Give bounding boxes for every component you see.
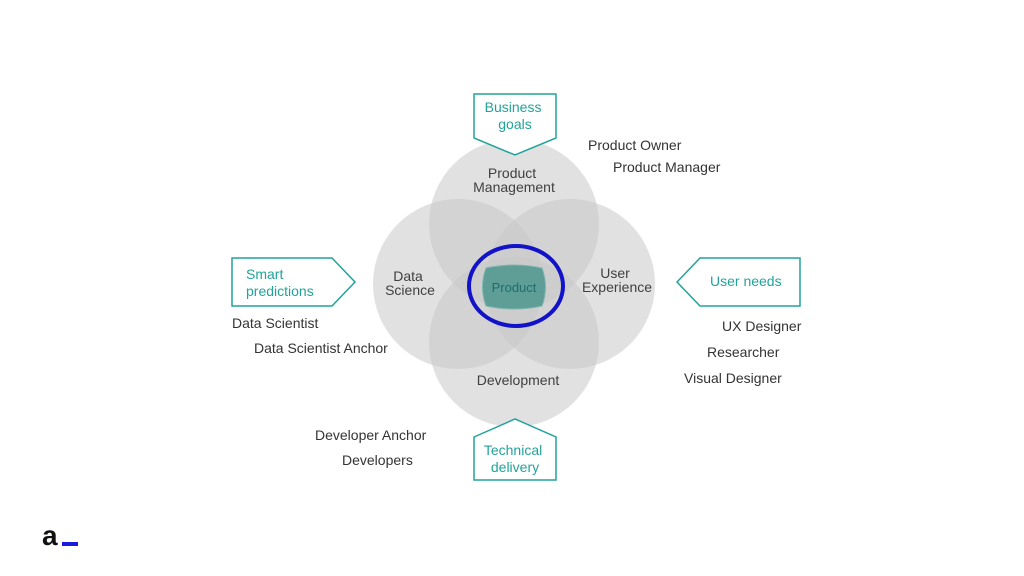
role-developer-anchor: Developer Anchor	[315, 427, 427, 443]
svg-text:User needs: User needs	[710, 273, 782, 289]
role-product-manager: Product Manager	[613, 159, 721, 175]
role-visual-designer: Visual Designer	[684, 370, 782, 386]
label-development: Development	[477, 372, 560, 388]
box-user-needs: User needs	[675, 257, 801, 307]
role-product-owner: Product Owner	[588, 137, 682, 153]
label-product-management: Product Management	[473, 165, 555, 195]
highlight-ring	[467, 244, 565, 328]
svg-text:Smart predictions: Smart predictions	[246, 266, 314, 299]
product-center-shape	[482, 264, 546, 310]
product-center-label: Product	[492, 280, 537, 295]
label-data-science: Data Science	[385, 268, 435, 298]
svg-text:Technical delivery: Technical delivery	[484, 442, 546, 475]
role-data-scientist-anchor: Data Scientist Anchor	[254, 340, 388, 356]
box-smart-predictions: Smart predictions	[231, 257, 357, 307]
role-data-scientist: Data Scientist	[232, 315, 318, 331]
brand-logo-underscore	[62, 542, 78, 546]
box-technical-delivery: Technical delivery	[473, 418, 557, 481]
brand-logo: a	[42, 520, 58, 551]
role-ux-designer: UX Designer	[722, 318, 802, 334]
box-business-goals: Business goals	[473, 93, 557, 156]
role-researcher: Researcher	[707, 344, 780, 360]
role-developers: Developers	[342, 452, 413, 468]
svg-text:Business goals: Business goals	[485, 99, 546, 132]
label-user-experience: User Experience	[582, 265, 652, 295]
